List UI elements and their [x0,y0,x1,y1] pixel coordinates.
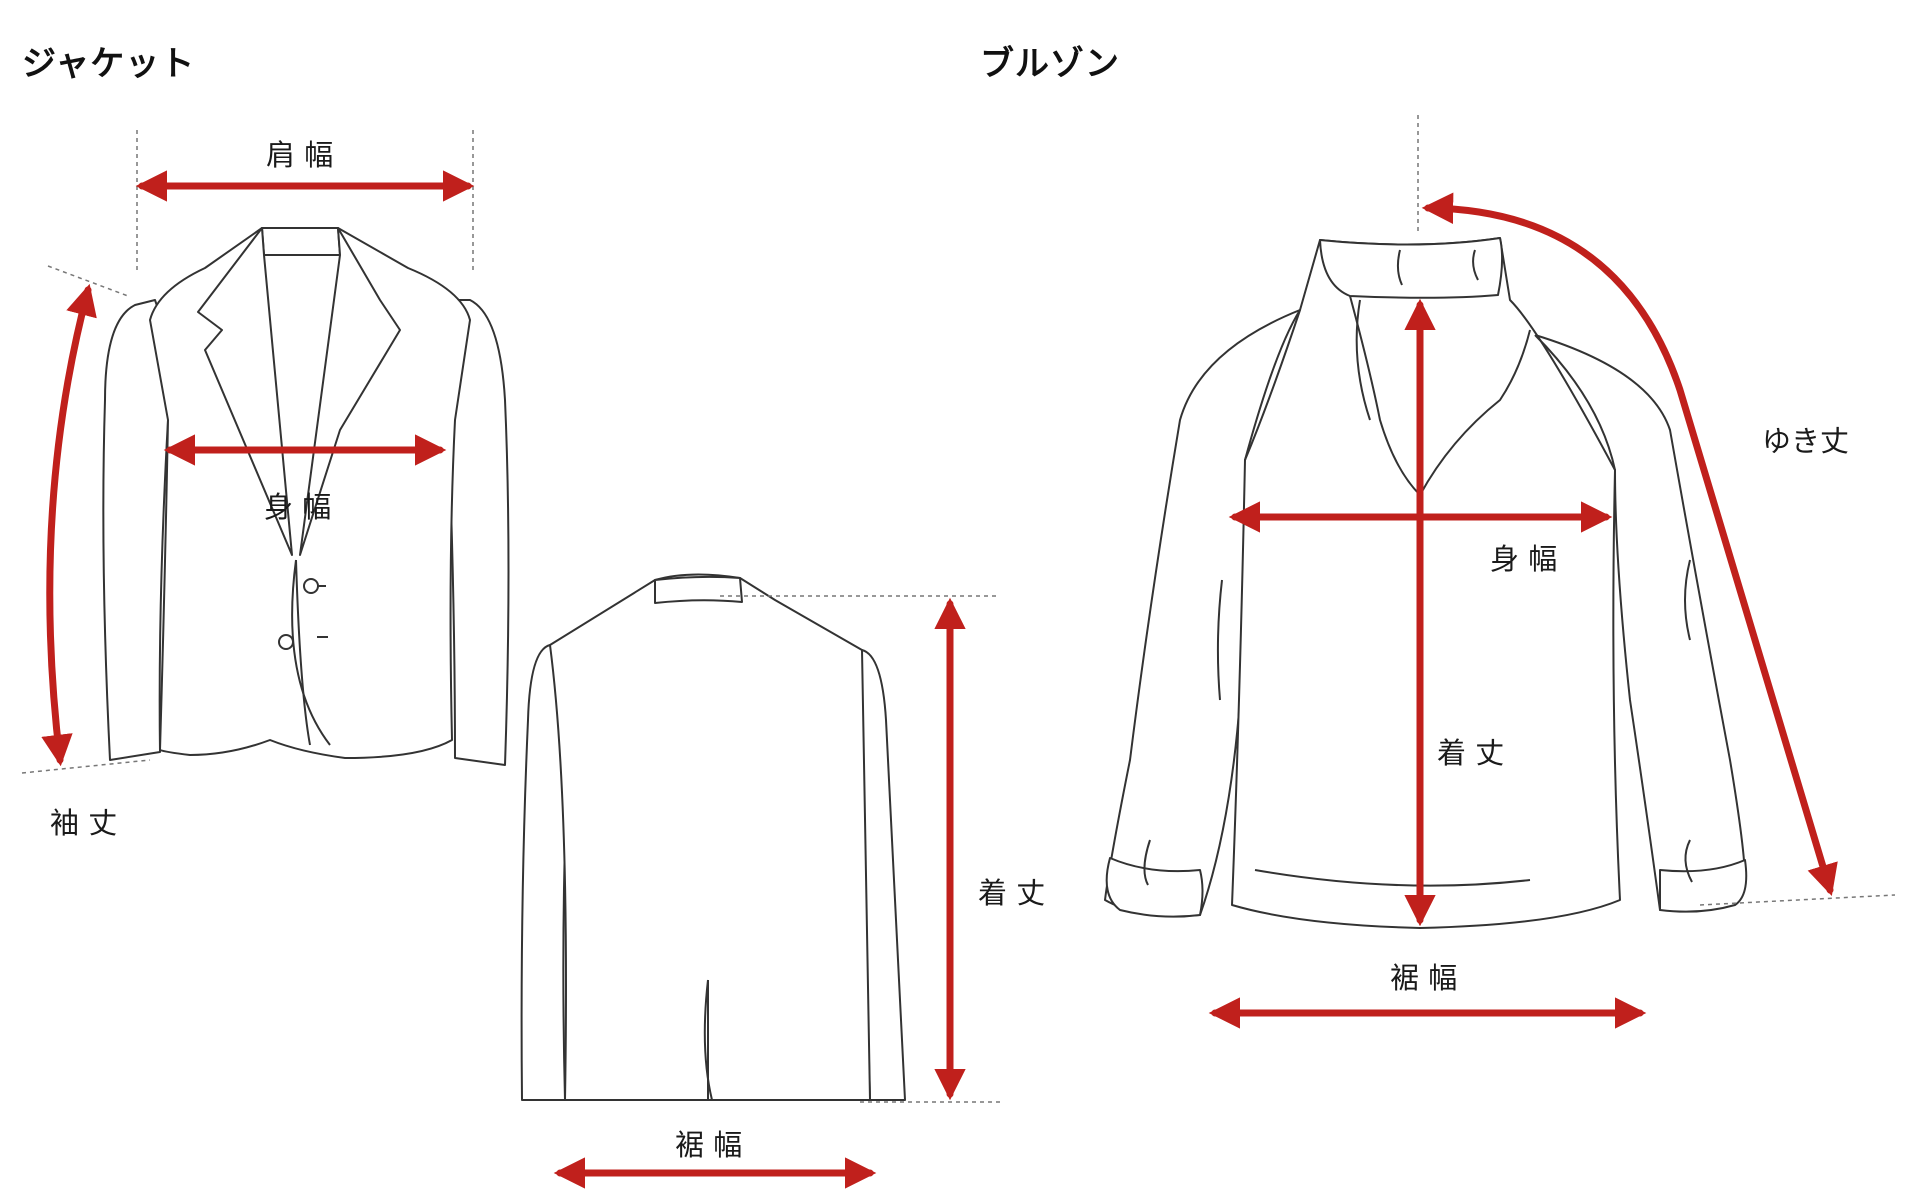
jacket-back-body [549,573,871,1101]
jacket-body-width-label: 身 幅 [264,490,332,524]
jacket-hem-width-label: 裾 幅 [675,1128,743,1162]
measurement-arrows [41,170,1838,1189]
blouson-body-width-label: 身 幅 [1490,542,1558,576]
blouson-hem-width-label: 裾 幅 [1390,961,1458,995]
blouson-drawing [1104,237,1748,929]
jacket-back-collar [654,575,743,604]
jacket-collar [261,227,341,256]
jacket-left-lapel [197,227,293,556]
guide-lines [21,115,1896,1103]
blouson-sleeve-length-label: ゆき丈 [1762,424,1850,458]
blouson-left-cuff [1105,857,1204,918]
jacket-back-drawing [520,573,906,1101]
jacket-button [303,578,319,594]
jacket-length-label: 着 丈 [978,876,1046,910]
jacket-button [278,634,294,650]
blouson-length-label: 着 丈 [1437,736,1505,770]
blouson-heading: ブルゾン [980,44,1120,84]
blouson-sleeve-length-arrow [1421,192,1838,897]
jacket-front-drawing [102,227,510,766]
blouson-collar [1319,237,1504,299]
jacket-right-lapel [299,227,401,556]
jacket-shoulder-width-label: 肩 幅 [266,138,334,172]
jacket-heading: ジャケット [22,44,196,84]
jacket-sleeve-length-arrow [41,283,97,767]
jacket-sleeve-length-label: 袖 丈 [50,806,118,840]
